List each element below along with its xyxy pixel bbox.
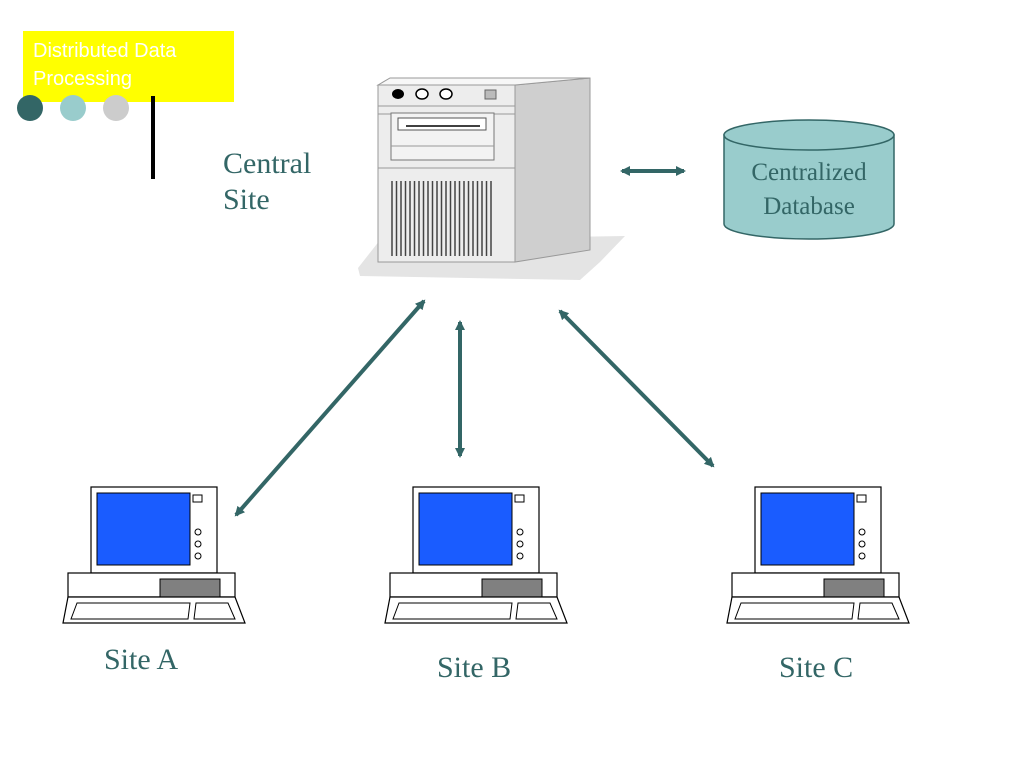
computer-site-a-icon — [62, 486, 246, 624]
bullet-dot-dark — [17, 95, 43, 121]
accent-bar — [151, 96, 155, 179]
computer-site-c-icon — [726, 486, 910, 624]
site-b-label: Site B — [437, 651, 512, 684]
arrow-server-site-a — [234, 299, 426, 517]
site-a-label: Site A — [104, 643, 179, 676]
database-label-line1: Centralized — [751, 159, 867, 186]
server-icon — [358, 77, 625, 280]
central-site-label: Central Site — [223, 146, 343, 218]
database-label-line2: Database — [763, 193, 855, 220]
slide-title: Distributed Data Processing — [23, 31, 234, 102]
computer-site-b-icon — [384, 486, 568, 624]
bullet-dot-light — [60, 95, 86, 121]
database-label: Centralized Database — [724, 156, 894, 224]
bullet-dot-gray — [103, 95, 129, 121]
arrow-server-site-c — [558, 309, 715, 468]
site-c-label: Site C — [779, 651, 854, 684]
database-icon — [723, 119, 895, 240]
central-site-label-line1: Central — [223, 147, 312, 180]
central-site-label-line2: Site — [223, 183, 270, 216]
